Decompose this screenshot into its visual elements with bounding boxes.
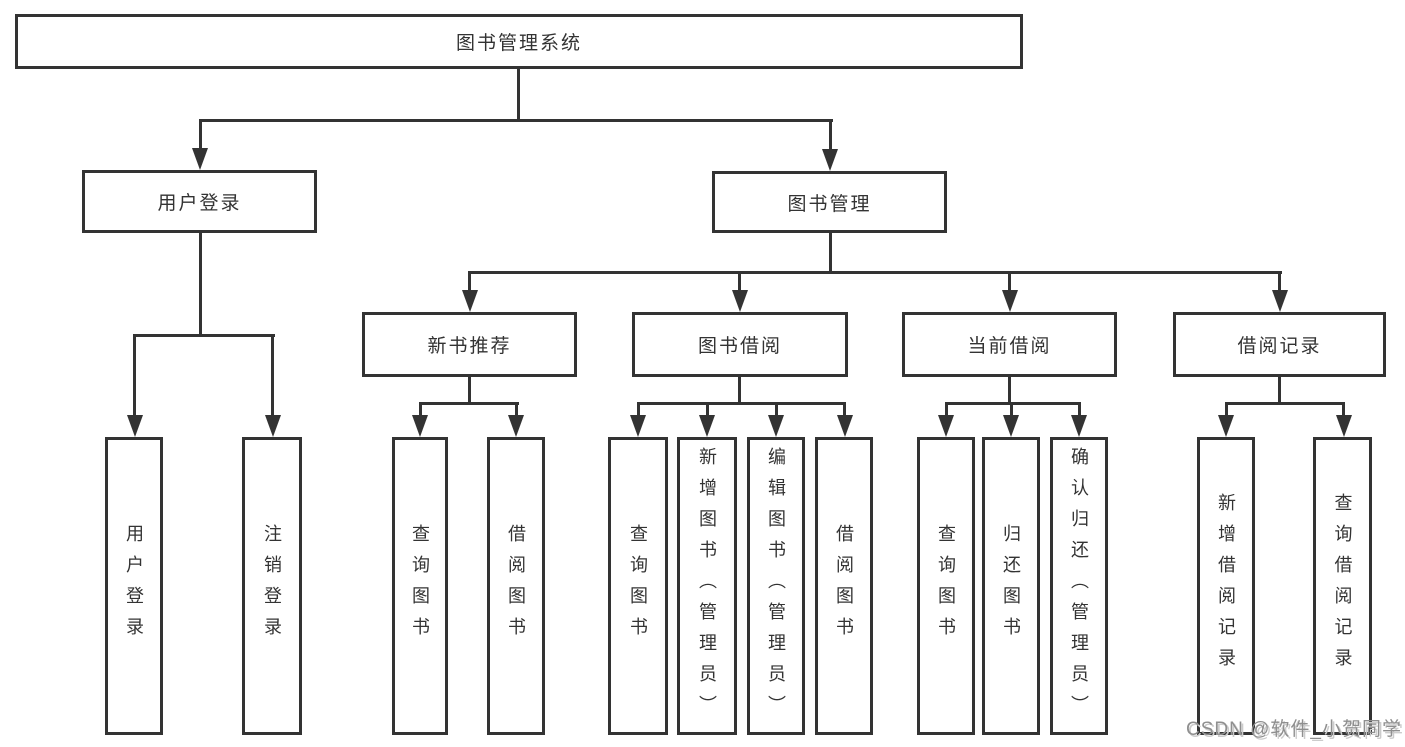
connector-line [468,377,471,404]
arrowhead-down-icon [1336,415,1352,437]
node-book-borrowing: 图书借阅 [632,312,848,377]
arrowhead-down-icon [630,415,646,437]
node-label: 图书管理 [787,193,872,215]
node-label: 归还图书 [1001,524,1021,648]
node-leaf-borrow-books-borrowing: 借阅图书 [815,437,873,735]
connector-line [468,271,1282,274]
node-new-book-recommend: 新书推荐 [362,312,577,377]
watermark: CSDN @软件_小贺同学 [1186,719,1402,740]
connector-line [829,119,832,162]
node-label: 新增借阅记录 [1216,493,1236,679]
node-leaf-query-books-current: 查询图书 [917,437,975,735]
connector-line [517,67,520,121]
connector-line [419,402,519,405]
node-label: 借阅图书 [506,524,526,648]
node-leaf-add-borrow-record: 新增借阅记录 [1197,437,1255,735]
node-label: 注销登录 [262,524,282,648]
connector-line [637,402,846,405]
connector-line [1008,271,1011,303]
node-system-root: 图书管理系统 [15,14,1023,69]
arrowhead-down-icon [837,415,853,437]
connector-line [738,271,741,303]
arrowhead-down-icon [1002,290,1018,312]
node-leaf-logout: 注销登录 [242,437,302,735]
node-label: 用户登录 [124,524,144,648]
node-label: 借阅记录 [1237,336,1322,357]
node-user-login: 用户登录 [82,170,317,233]
arrowhead-down-icon [1272,290,1288,312]
node-leaf-query-books-borrowing: 查询图书 [608,437,668,735]
arrowhead-down-icon [768,415,784,437]
connector-line [829,233,832,273]
node-label: 用户登录 [157,193,242,214]
node-leaf-add-books-admin: 新增图书（管理员） [677,437,737,735]
arrowhead-down-icon [1071,415,1087,437]
connector-line [1008,377,1011,404]
node-label: 查询图书 [628,524,648,648]
node-label: 新书推荐 [427,336,512,357]
node-leaf-query-books-recommend: 查询图书 [392,437,448,735]
node-label: 当前借阅 [967,336,1052,357]
connector-line [738,377,741,404]
node-label: 新增图书（管理员） [697,446,717,726]
node-leaf-edit-books-admin: 编辑图书（管理员） [747,437,805,735]
arrowhead-down-icon [127,415,143,437]
node-label: 确认归还（管理员） [1069,446,1089,726]
connector-line [199,233,202,336]
arrowhead-down-icon [508,415,524,437]
arrowhead-down-icon [192,148,208,170]
node-label: 查询图书 [936,524,956,648]
node-leaf-return-books: 归还图书 [982,437,1040,735]
node-borrowing-records: 借阅记录 [1173,312,1386,377]
arrowhead-down-icon [699,415,715,437]
connector-line [199,119,202,161]
node-label: 图书管理系统 [455,33,582,54]
connector-line [133,334,136,426]
node-book-management: 图书管理 [712,171,947,233]
arrowhead-down-icon [265,415,281,437]
connector-line [1278,377,1281,404]
node-leaf-confirm-return-admin: 确认归还（管理员） [1050,437,1108,735]
node-label: 图书借阅 [697,336,782,357]
node-current-borrowing: 当前借阅 [902,312,1117,377]
arrowhead-down-icon [822,149,838,171]
arrowhead-down-icon [732,290,748,312]
arrowhead-down-icon [412,415,428,437]
connector-line [133,334,275,337]
node-leaf-borrow-books-recommend: 借阅图书 [487,437,545,735]
node-label: 编辑图书（管理员） [766,446,786,726]
node-leaf-query-borrow-record: 查询借阅记录 [1313,437,1372,735]
node-label: 借阅图书 [834,524,854,648]
arrowhead-down-icon [1218,415,1234,437]
arrowhead-down-icon [938,415,954,437]
connector-line [1225,402,1345,405]
connector-line [271,334,274,426]
arrowhead-down-icon [1003,415,1019,437]
node-label: 查询图书 [410,524,430,648]
connector-line [1278,271,1281,303]
node-leaf-user-login: 用户登录 [105,437,163,735]
connector-line [945,402,1081,405]
connector-line [468,271,471,303]
arrowhead-down-icon [462,290,478,312]
node-label: 查询借阅记录 [1332,493,1353,679]
connector-line [199,119,833,122]
